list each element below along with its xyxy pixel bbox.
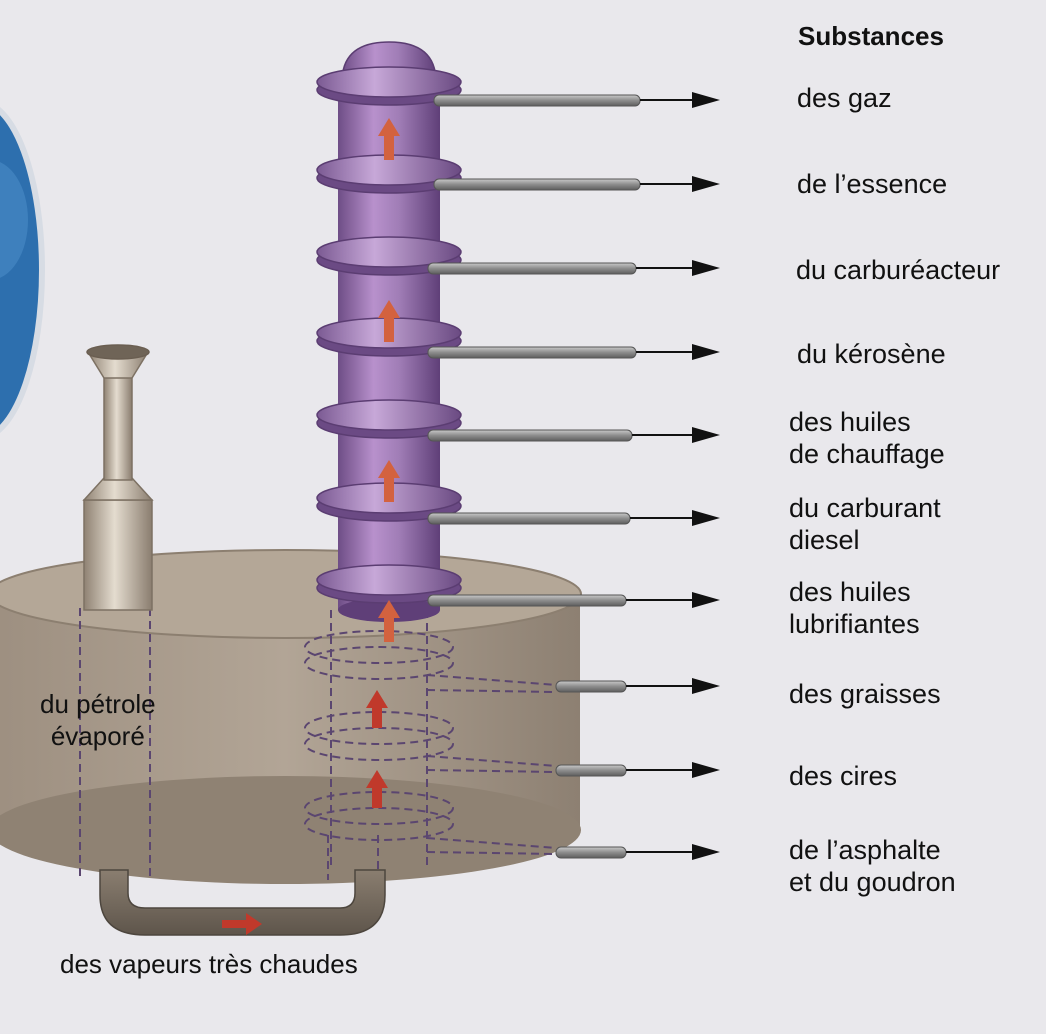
outlet-tube bbox=[428, 595, 626, 606]
inlet-funnel bbox=[84, 345, 152, 610]
substance-label: du kérosène bbox=[797, 338, 946, 370]
outlet-arrow-head bbox=[692, 592, 720, 608]
outlet-arrow-head bbox=[692, 427, 720, 443]
substance-label: de l’asphalte et du goudron bbox=[789, 834, 956, 898]
tray-disc bbox=[317, 400, 461, 430]
substance-label: des cires bbox=[789, 760, 897, 792]
outlet-tube bbox=[428, 430, 632, 441]
outlet-arrow-head bbox=[692, 344, 720, 360]
outlet-arrow-head bbox=[692, 92, 720, 108]
globe-photo bbox=[0, 102, 42, 438]
substance-label: du carburant diesel bbox=[789, 492, 941, 556]
outlet-arrow-head bbox=[692, 678, 720, 694]
substance-label: du carburéacteur bbox=[796, 254, 1000, 286]
substance-label: des huiles de chauffage bbox=[789, 406, 945, 470]
outlet-arrow-head bbox=[692, 762, 720, 778]
outlet-tube bbox=[428, 347, 636, 358]
outlet-tube bbox=[428, 513, 630, 524]
outlet-arrow-head bbox=[692, 844, 720, 860]
tray-disc bbox=[317, 67, 461, 97]
outlet-arrow-head bbox=[692, 176, 720, 192]
pipe-label: des vapeurs très chaudes bbox=[60, 948, 358, 980]
outlet-tube bbox=[428, 263, 636, 274]
outlet-arrow-head bbox=[692, 260, 720, 276]
outlet-tube bbox=[556, 847, 626, 858]
substance-label: de l’essence bbox=[797, 168, 947, 200]
tank-label: du pétrole évaporé bbox=[40, 688, 156, 752]
outlet-tube bbox=[556, 765, 626, 776]
tray-disc bbox=[317, 565, 461, 595]
outlet-arrow-head bbox=[692, 510, 720, 526]
outlet-tube bbox=[434, 95, 640, 106]
substance-label: des huiles lubrifiantes bbox=[789, 576, 920, 640]
outlet-tube bbox=[556, 681, 626, 692]
substance-label: des gaz bbox=[797, 82, 892, 114]
substances-heading: Substances bbox=[798, 20, 944, 52]
substance-label: des graisses bbox=[789, 678, 941, 710]
outlet-tube bbox=[434, 179, 640, 190]
